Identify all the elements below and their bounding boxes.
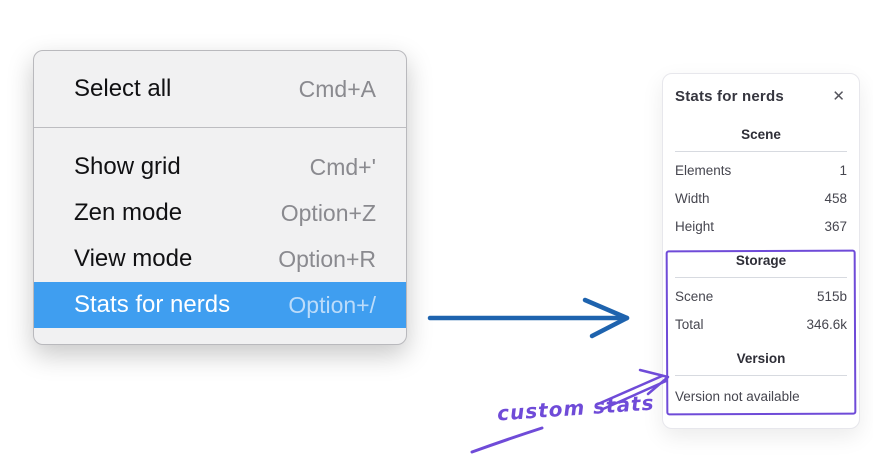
section-header-scene: Scene — [741, 127, 781, 142]
stat-label: Scene — [675, 288, 714, 304]
stat-value: 1 — [839, 162, 847, 178]
stats-panel: Stats for nerds ✕ Scene Elements 1 Width… — [662, 73, 860, 429]
menu-item-label: Stats for nerds — [74, 291, 231, 318]
menu-item-shortcut: Option+R — [278, 245, 376, 272]
stat-label: Height — [675, 218, 715, 234]
menu-item-shortcut: Cmd+' — [309, 153, 376, 180]
menu-item-show-grid[interactable]: Show grid Cmd+' — [34, 144, 406, 190]
stats-panel-header: Stats for nerds ✕ — [675, 86, 847, 106]
menu-group: Show grid Cmd+' Zen mode Option+Z View m… — [34, 128, 406, 344]
stat-value: 367 — [824, 218, 847, 234]
section-divider — [675, 277, 847, 278]
stat-row-elements: Elements 1 — [675, 156, 847, 184]
menu-item-shortcut: Option+Z — [280, 199, 376, 226]
menu-item-label: Select all — [74, 75, 172, 102]
context-menu: Select all Cmd+A Show grid Cmd+' Zen mod… — [33, 50, 407, 345]
close-icon[interactable]: ✕ — [832, 86, 845, 105]
menu-item-select-all[interactable]: Select all Cmd+A — [34, 51, 406, 127]
menu-item-label: View mode — [74, 245, 193, 272]
stat-value: 458 — [824, 190, 847, 206]
stat-row-total-storage: Total 346.6k — [675, 310, 847, 338]
section-divider — [675, 375, 847, 376]
section-divider — [675, 151, 847, 152]
menu-item-view-mode[interactable]: View mode Option+R — [34, 236, 406, 282]
stat-value: 515b — [816, 288, 847, 304]
section-header-version: Version — [736, 351, 786, 366]
menu-item-shortcut: Cmd+A — [298, 75, 376, 102]
connector-arrow-icon — [427, 297, 630, 339]
stat-row-height: Height 367 — [675, 212, 847, 240]
stat-label: Width — [675, 190, 710, 206]
stat-label: Elements — [675, 162, 732, 178]
version-note: Version not available — [675, 389, 800, 404]
stat-row-scene-storage: Scene 515b — [675, 282, 847, 310]
menu-item-stats-for-nerds[interactable]: Stats for nerds Option+/ — [34, 282, 406, 328]
menu-divider — [34, 127, 406, 128]
stat-value: 346.6k — [806, 316, 847, 332]
menu-item-label: Show grid — [74, 153, 181, 180]
annotation-label: custom stats — [496, 390, 656, 426]
menu-item-zen-mode[interactable]: Zen mode Option+Z — [34, 190, 406, 236]
menu-item-label: Zen mode — [74, 199, 183, 226]
stat-row-width: Width 458 — [675, 184, 847, 212]
menu-item-shortcut: Option+/ — [288, 291, 376, 318]
section-header-storage: Storage — [735, 253, 787, 268]
stats-panel-title: Stats for nerds — [675, 87, 784, 105]
stat-label: Total — [675, 316, 704, 332]
